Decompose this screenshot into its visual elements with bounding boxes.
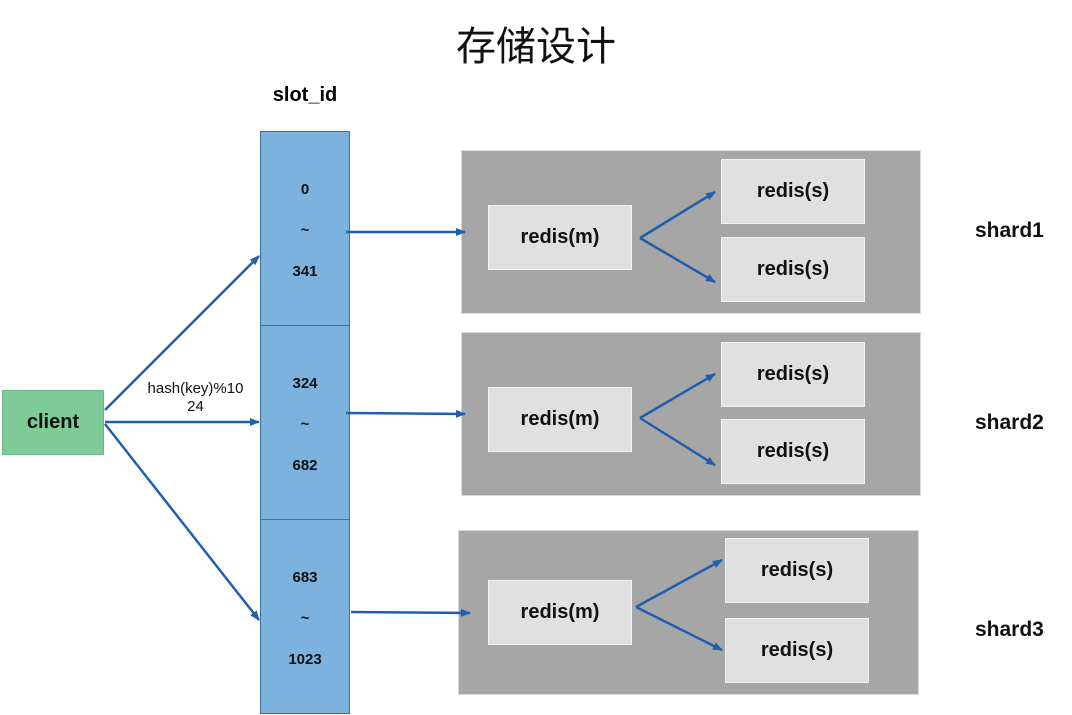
slot-range-1: 0 ~ 341 bbox=[261, 132, 349, 325]
shard-3-master: redis(m) bbox=[488, 580, 632, 645]
client-label: client bbox=[26, 411, 80, 433]
arrow-slot-3-to-shard-3 bbox=[350, 608, 471, 617]
arrow-client-to-slot-3 bbox=[104, 423, 260, 621]
slot-range-separator: ~ bbox=[300, 610, 310, 627]
hash-label-line1: hash(key)%10 bbox=[147, 380, 244, 397]
shard-1-slave-2: redis(s) bbox=[721, 237, 865, 302]
slot-range-end: 341 bbox=[292, 263, 318, 280]
arrow-client-to-slot-1 bbox=[104, 255, 260, 411]
slot-column: 0 ~ 341 324 ~ 682 683 ~ 1023 bbox=[260, 131, 350, 714]
slot-range-end: 682 bbox=[292, 457, 318, 474]
slot-range-separator: ~ bbox=[300, 416, 310, 433]
shard-2-label: shard2 bbox=[975, 411, 1044, 434]
page-title: 存储设计 bbox=[456, 24, 616, 70]
shard-2-master: redis(m) bbox=[488, 387, 632, 452]
arrow-slot-2-to-shard-2 bbox=[345, 409, 466, 418]
slot-range-start: 683 bbox=[292, 569, 318, 586]
shard-3-label: shard3 bbox=[975, 618, 1044, 641]
shard-1-label: shard1 bbox=[975, 219, 1044, 242]
shard-2-slave-2: redis(s) bbox=[721, 419, 865, 484]
hash-function-label: hash(key)%10 24 bbox=[138, 380, 253, 416]
slot-range-start: 0 bbox=[300, 181, 310, 198]
arrow-shard-3-master-to-slave-1 bbox=[635, 558, 723, 609]
arrow-shard-3-master-to-slave-2 bbox=[635, 605, 723, 652]
arrow-shard-2-master-to-slave-2 bbox=[639, 416, 716, 467]
arrow-shard-1-master-to-slave-1 bbox=[639, 190, 716, 240]
slot-range-3: 683 ~ 1023 bbox=[261, 519, 349, 713]
shard-3-slave-1: redis(s) bbox=[725, 538, 869, 603]
client-node: client bbox=[2, 390, 104, 455]
shard-1-slave-1: redis(s) bbox=[721, 159, 865, 224]
shard-1-master: redis(m) bbox=[488, 205, 632, 270]
slot-range-separator: ~ bbox=[300, 222, 310, 239]
arrow-shard-2-master-to-slave-1 bbox=[639, 372, 716, 420]
slot-range-2: 324 ~ 682 bbox=[261, 325, 349, 519]
hash-label-line2: 24 bbox=[187, 398, 204, 415]
shard-2-slave-1: redis(s) bbox=[721, 342, 865, 407]
slot-range-end: 1023 bbox=[288, 651, 322, 668]
slot-range-start: 324 bbox=[292, 375, 318, 392]
slot-id-header: slot_id bbox=[272, 84, 338, 106]
arrow-shard-1-master-to-slave-2 bbox=[639, 236, 716, 284]
shard-3-slave-2: redis(s) bbox=[725, 618, 869, 683]
